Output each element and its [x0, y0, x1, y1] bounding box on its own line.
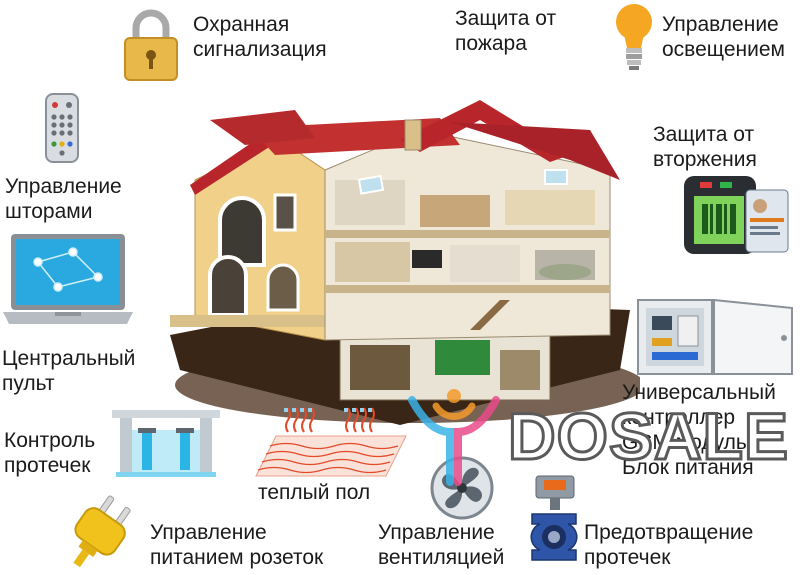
controller-label: Универсальный контроллер GSM модуль Блок…: [622, 381, 776, 479]
intrusion-protection-label: Защита от вторжения: [653, 123, 757, 171]
dosale-watermark: DOSALE: [506, 398, 790, 475]
fire-protection-label: Защита от пожара: [455, 7, 557, 55]
water-leak-sensor-icon: [112, 410, 220, 477]
lighting-control-label: Управление освещением: [662, 13, 785, 61]
motorized-valve-icon: [530, 475, 578, 561]
smart-house-illustration: [170, 100, 640, 425]
remote-control-icon: [45, 93, 79, 163]
laptop-icon: [3, 234, 133, 324]
access-card-reader-icon: [684, 176, 789, 254]
dosale-logo-emblem: [408, 389, 500, 486]
leak-prevention-label: Предотвращение протечек: [584, 521, 754, 569]
socket-power-control-label: Управление питанием розеток: [150, 521, 324, 569]
ventilation-control-label: Управление вентиляцией: [378, 521, 505, 569]
controller-cabinet-icon: [637, 298, 793, 375]
blinds-control-label: Управление шторами: [5, 175, 122, 223]
padlock-icon: [124, 9, 178, 81]
light-bulb-icon: [616, 4, 652, 70]
central-panel-label: Центральный пульт: [2, 347, 136, 395]
security-alarm-label: Охранная сигнализация: [193, 13, 327, 61]
electric-plug-icon: [73, 495, 131, 568]
leak-control-label: Контроль протечек: [4, 429, 96, 477]
underfloor-heating-label: теплый пол: [258, 481, 371, 504]
heated-floor-icon: [255, 407, 407, 477]
